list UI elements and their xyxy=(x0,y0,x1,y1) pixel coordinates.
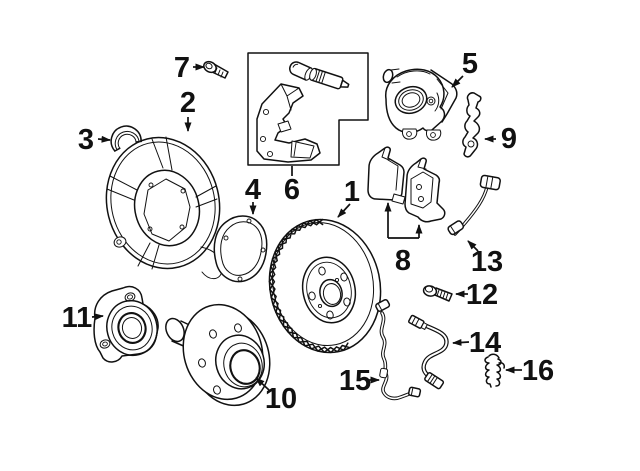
part-splash-shield xyxy=(105,136,223,280)
callout-6-number: 6 xyxy=(284,174,300,206)
callout-8: 8 xyxy=(384,202,423,277)
part-abs-sensor-cable xyxy=(375,299,422,401)
callout-3-number: 3 xyxy=(78,124,94,156)
part-gasket xyxy=(213,215,268,283)
callout-15: 15 xyxy=(339,365,380,397)
callout-7-number: 7 xyxy=(174,52,190,84)
callout-11-number: 11 xyxy=(62,302,93,334)
guide-pin-short xyxy=(289,61,313,81)
callout-5: 5 xyxy=(451,48,478,88)
callout-14-number: 14 xyxy=(469,327,501,359)
part-wheel-hub xyxy=(165,303,271,407)
rotor-hatch-pattern xyxy=(268,218,351,354)
callout-1: 1 xyxy=(337,176,360,218)
brake-pad-outer xyxy=(367,146,406,205)
part-caliper-bracket-kit xyxy=(247,52,369,166)
callout-10-number: 10 xyxy=(265,383,297,415)
callout-7: 7 xyxy=(174,52,205,84)
part-brake-hose xyxy=(408,314,449,390)
callout-4: 4 xyxy=(245,174,261,215)
brake-pad-inner xyxy=(404,157,446,223)
callout-2: 2 xyxy=(180,87,196,132)
caliper-bracket xyxy=(256,83,321,163)
callout-4-number: 4 xyxy=(245,174,261,206)
callout-13: 13 xyxy=(467,240,503,278)
callout-9-number: 9 xyxy=(501,123,517,155)
guide-pin-long xyxy=(309,67,350,90)
callout-6: 6 xyxy=(284,166,300,206)
kit-box xyxy=(247,52,369,166)
callout-14: 14 xyxy=(452,327,501,359)
part-clip-set xyxy=(484,353,505,388)
callout-3: 3 xyxy=(78,124,111,156)
callout-10: 10 xyxy=(255,377,297,415)
part-wheel-bearing xyxy=(93,285,159,363)
part-brake-pads xyxy=(367,146,446,223)
callout-2-number: 2 xyxy=(180,87,196,119)
callout-13-number: 13 xyxy=(471,246,503,278)
part-brake-caliper xyxy=(382,68,458,141)
part-bolt-lower xyxy=(422,285,453,302)
part-retaining-spring xyxy=(462,92,482,158)
callout-16: 16 xyxy=(505,355,554,387)
part-retaining-clip xyxy=(110,125,142,152)
callout-12-number: 12 xyxy=(466,279,498,311)
callout-11: 11 xyxy=(62,302,104,334)
callout-15-number: 15 xyxy=(339,365,371,397)
callout-12: 12 xyxy=(455,279,498,311)
callout-1-number: 1 xyxy=(344,176,360,208)
callout-8-number: 8 xyxy=(395,245,411,277)
callout-9: 9 xyxy=(484,123,517,155)
callout-5-number: 5 xyxy=(462,48,478,80)
part-wear-sensor xyxy=(447,174,501,236)
callout-16-number: 16 xyxy=(522,355,554,387)
callouts: 1 2 3 4 5 6 7 8 xyxy=(62,48,554,415)
part-bolt-upper xyxy=(203,60,229,79)
part-brake-rotor xyxy=(268,218,382,354)
